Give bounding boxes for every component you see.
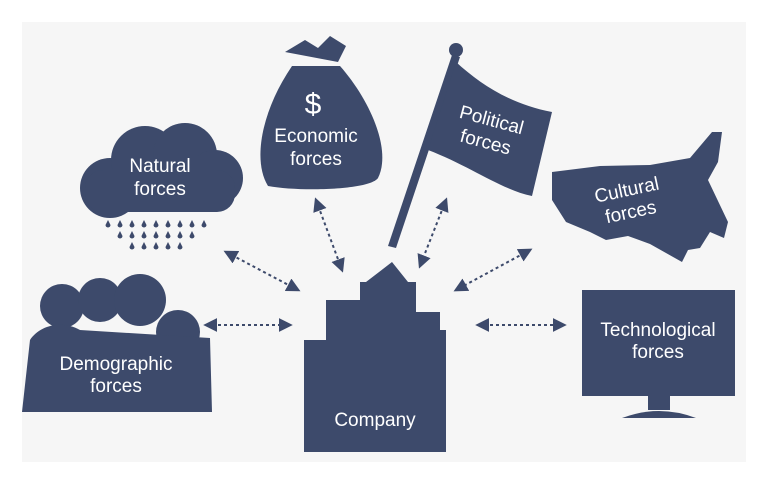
raindrop xyxy=(153,242,159,250)
monitor-icon xyxy=(582,290,735,418)
raindrop xyxy=(129,220,135,228)
raindrop xyxy=(177,231,183,239)
raindrop xyxy=(189,231,195,239)
raindrop xyxy=(177,220,183,228)
raindrop xyxy=(117,220,123,228)
flag-icon xyxy=(388,43,552,248)
connector-arrows xyxy=(203,197,567,332)
cultural-forces-node: Cultural forces xyxy=(552,132,728,262)
raindrop xyxy=(117,231,123,239)
raindrop xyxy=(189,220,195,228)
natural-forces-label-line2: forces xyxy=(134,179,186,200)
raindrop xyxy=(165,242,171,250)
rain-cloud-icon xyxy=(80,123,243,250)
raindrop xyxy=(153,231,159,239)
economic-forces-label-line1: Economic xyxy=(274,126,357,147)
demographic-forces-label-line2: forces xyxy=(90,376,142,397)
people-group-icon xyxy=(22,274,212,412)
raindrop xyxy=(153,220,159,228)
raindrop xyxy=(141,220,147,228)
raindrop xyxy=(129,242,135,250)
natural-forces-label-line1: Natural xyxy=(129,156,190,177)
technological-forces-label-line1: Technological xyxy=(600,320,715,341)
raindrop xyxy=(141,242,147,250)
usa-map-icon xyxy=(552,132,728,262)
arrow-economic-company xyxy=(313,197,345,273)
raindrop xyxy=(165,220,171,228)
money-bag-icon xyxy=(260,36,383,190)
dollar-sign: $ xyxy=(305,88,322,121)
raindrop xyxy=(105,220,111,228)
company-node: Company xyxy=(304,262,446,452)
political-forces-node: Political forces xyxy=(388,43,552,248)
technological-forces-node: Technological forces xyxy=(582,290,735,418)
raindrop xyxy=(129,231,135,239)
technological-forces-label-line2: forces xyxy=(632,342,684,363)
economic-forces-node: $ Economic forces xyxy=(260,36,383,190)
company-building-icon xyxy=(304,262,446,452)
economic-forces-label-line2: forces xyxy=(290,149,342,170)
raindrop xyxy=(177,242,183,250)
raindrop xyxy=(165,231,171,239)
company-label: Company xyxy=(334,410,416,431)
raindrop xyxy=(201,220,207,228)
raindrop xyxy=(141,231,147,239)
arrow-cultural-company xyxy=(453,248,533,292)
demographic-forces-node: Demographic forces xyxy=(22,274,212,412)
demographic-forces-label-line1: Demographic xyxy=(60,354,173,375)
natural-forces-node: Natural forces xyxy=(80,123,243,250)
arrow-natural-company xyxy=(223,250,301,292)
